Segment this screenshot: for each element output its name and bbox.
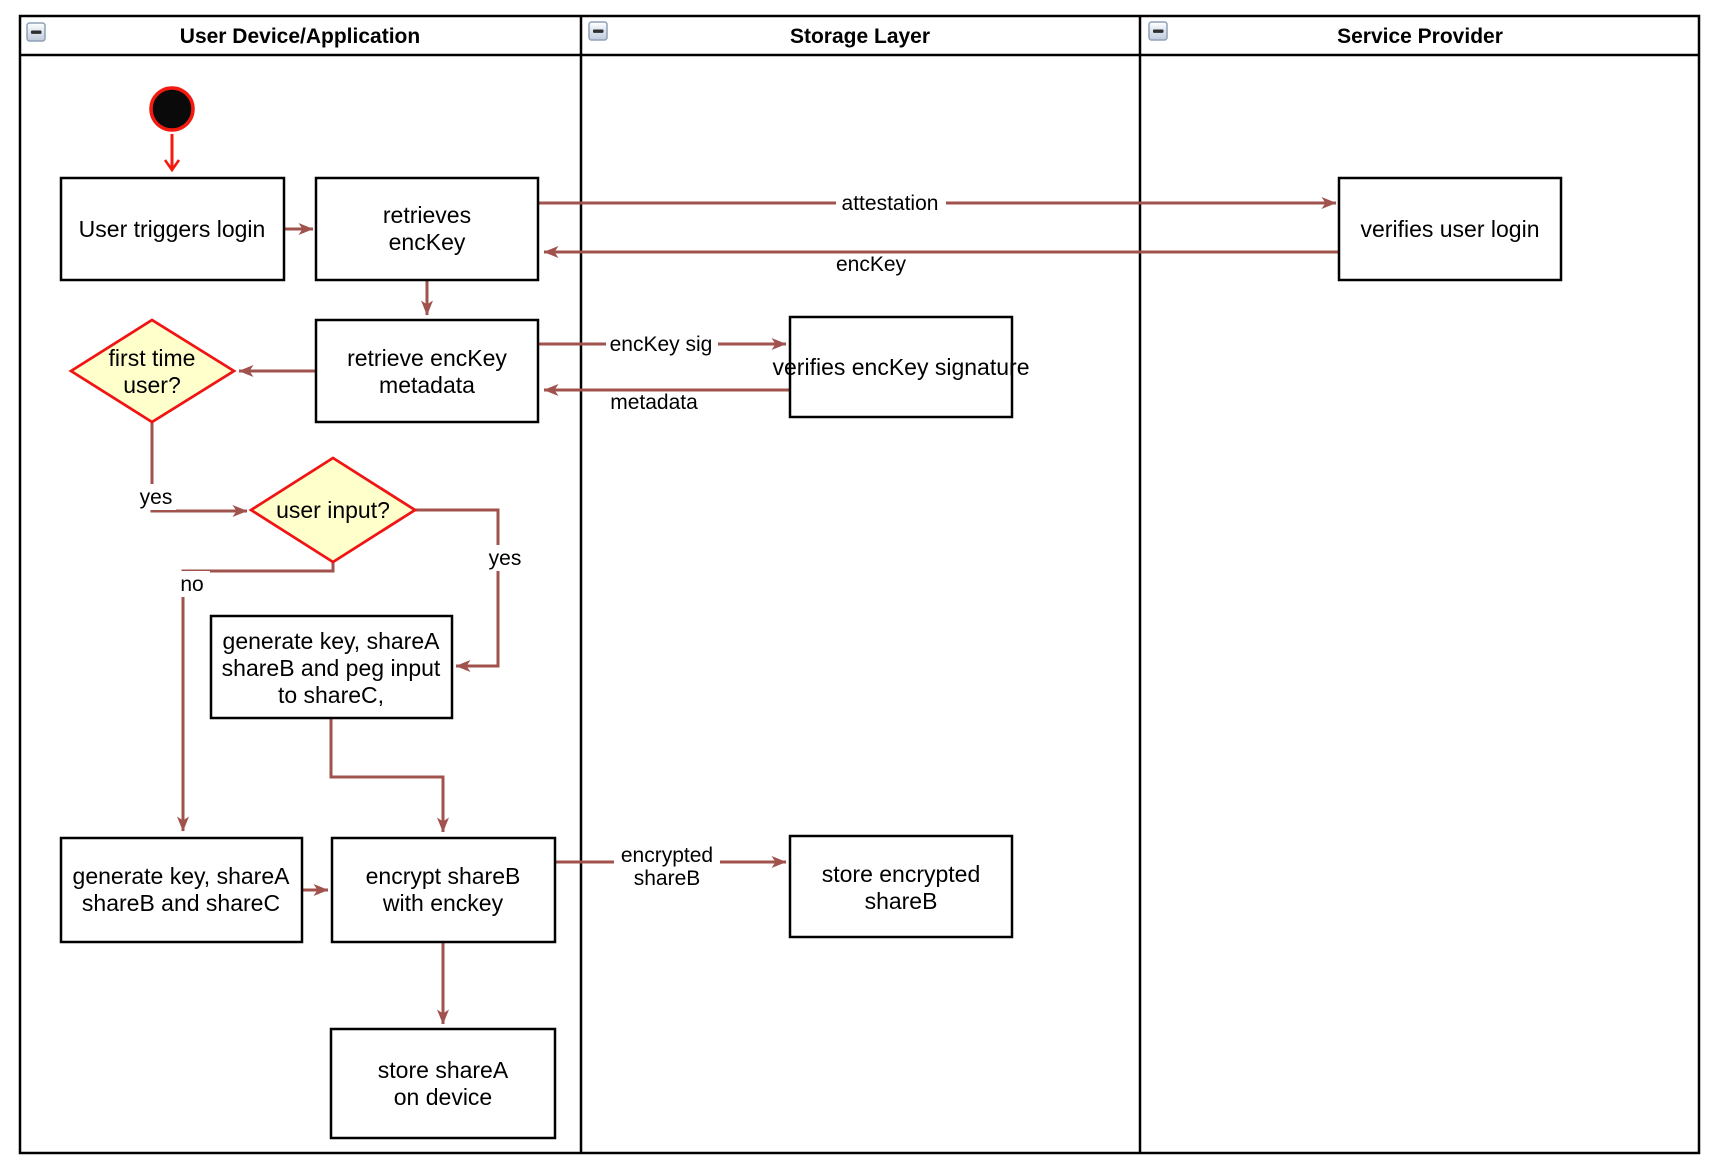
edge-label-firsttime-yes: yes: [140, 486, 173, 509]
node-label: user input?: [276, 497, 390, 523]
node-label: with enckey: [382, 890, 504, 916]
node-label: store encrypted: [822, 861, 981, 887]
collapse-minus-icon[interactable]: [588, 21, 608, 41]
collapse-minus-icon[interactable]: [26, 22, 46, 42]
node-label: generate key, shareA: [223, 628, 441, 654]
edge-userinput-no: [177, 562, 335, 832]
node-label: verifies encKey signature: [773, 354, 1030, 380]
node-label: encKey: [389, 229, 466, 255]
edge-peginput-to-encrypt: [329, 718, 449, 833]
lane-title-user-device: User Device/Application: [180, 25, 420, 48]
node-label: first time: [109, 345, 196, 371]
nodes: User triggers login retrieves encKey ver…: [59, 86, 1563, 1140]
edge-label-encrypted-shareb-2: shareB: [634, 867, 701, 890]
edge-label-userinput-no: no: [180, 573, 203, 596]
node-verifies-enckey-signature[interactable]: verifies encKey signature: [773, 315, 1030, 419]
node-label: encrypt shareB: [366, 863, 521, 889]
label-bg: [606, 332, 718, 356]
lane-title-storage-layer: Storage Layer: [790, 25, 930, 48]
node-retrieves-enckey[interactable]: retrieves encKey: [314, 176, 540, 282]
edge-label-attestation: attestation: [842, 192, 939, 215]
collapse-minus-icon[interactable]: [1148, 21, 1168, 41]
edge-userinput-yes: [415, 508, 500, 672]
node-label: generate key, shareA: [73, 863, 291, 889]
lane-header-user-device: User Device/Application: [26, 22, 420, 48]
node-label: shareB and shareC: [82, 890, 280, 916]
start-node[interactable]: [149, 86, 195, 132]
node-label: to shareC,: [278, 682, 384, 708]
label-bg: [614, 843, 720, 866]
node-label: store shareA: [378, 1057, 509, 1083]
decision-first-time-user[interactable]: first time user?: [68, 318, 237, 424]
node-label: on device: [394, 1084, 492, 1110]
node-label: shareB: [865, 888, 938, 914]
node-verifies-user-login[interactable]: verifies user login: [1337, 176, 1563, 282]
lane-header-storage-layer: Storage Layer: [588, 21, 930, 48]
node-generate-key-shares[interactable]: generate key, shareA shareB and shareC: [59, 836, 304, 944]
swimlane-pool: User Device/Application Storage Layer Se…: [18, 14, 1701, 1155]
edge-label-encrypted-shareb-1: encrypted: [621, 844, 713, 867]
label-bg: [836, 191, 946, 215]
node-user-triggers-login[interactable]: User triggers login: [59, 176, 286, 282]
lane-title-service-provider: Service Provider: [1337, 25, 1503, 48]
node-label: User triggers login: [79, 216, 266, 242]
node-label: retrieves: [383, 202, 471, 228]
node-store-sharea-device[interactable]: store shareA on device: [329, 1027, 557, 1140]
node-label: metadata: [379, 372, 475, 398]
edge-label-metadata: metadata: [610, 391, 698, 414]
node-encrypt-shareb[interactable]: encrypt shareB with enckey: [330, 836, 557, 944]
node-label: user?: [123, 372, 181, 398]
edge-label-enckey: encKey: [836, 253, 907, 276]
node-store-encrypted-shareb[interactable]: store encrypted shareB: [788, 834, 1014, 939]
lane-header-service-provider: Service Provider: [1148, 21, 1503, 48]
pool-border: [18, 14, 1701, 1155]
node-label: shareB and peg input: [222, 655, 441, 681]
node-label: verifies user login: [1361, 216, 1540, 242]
edge-label-enckey-sig: encKey sig: [610, 333, 713, 356]
label-bg: [174, 571, 210, 597]
node-generate-key-peg-input[interactable]: generate key, shareA shareB and peg inpu…: [209, 614, 454, 720]
label-bg: [629, 867, 705, 889]
node-retrieve-enckey-metadata[interactable]: retrieve encKey metadata: [314, 318, 540, 424]
edge-labels: attestation encKey encKey sig metadata y…: [136, 191, 946, 890]
decision-user-input[interactable]: user input?: [248, 456, 418, 564]
edge-firsttime-yes: [150, 422, 248, 517]
label-bg: [136, 484, 176, 510]
edge-label-userinput-yes: yes: [489, 547, 522, 570]
label-bg: [483, 545, 527, 571]
node-label: retrieve encKey: [347, 345, 507, 371]
